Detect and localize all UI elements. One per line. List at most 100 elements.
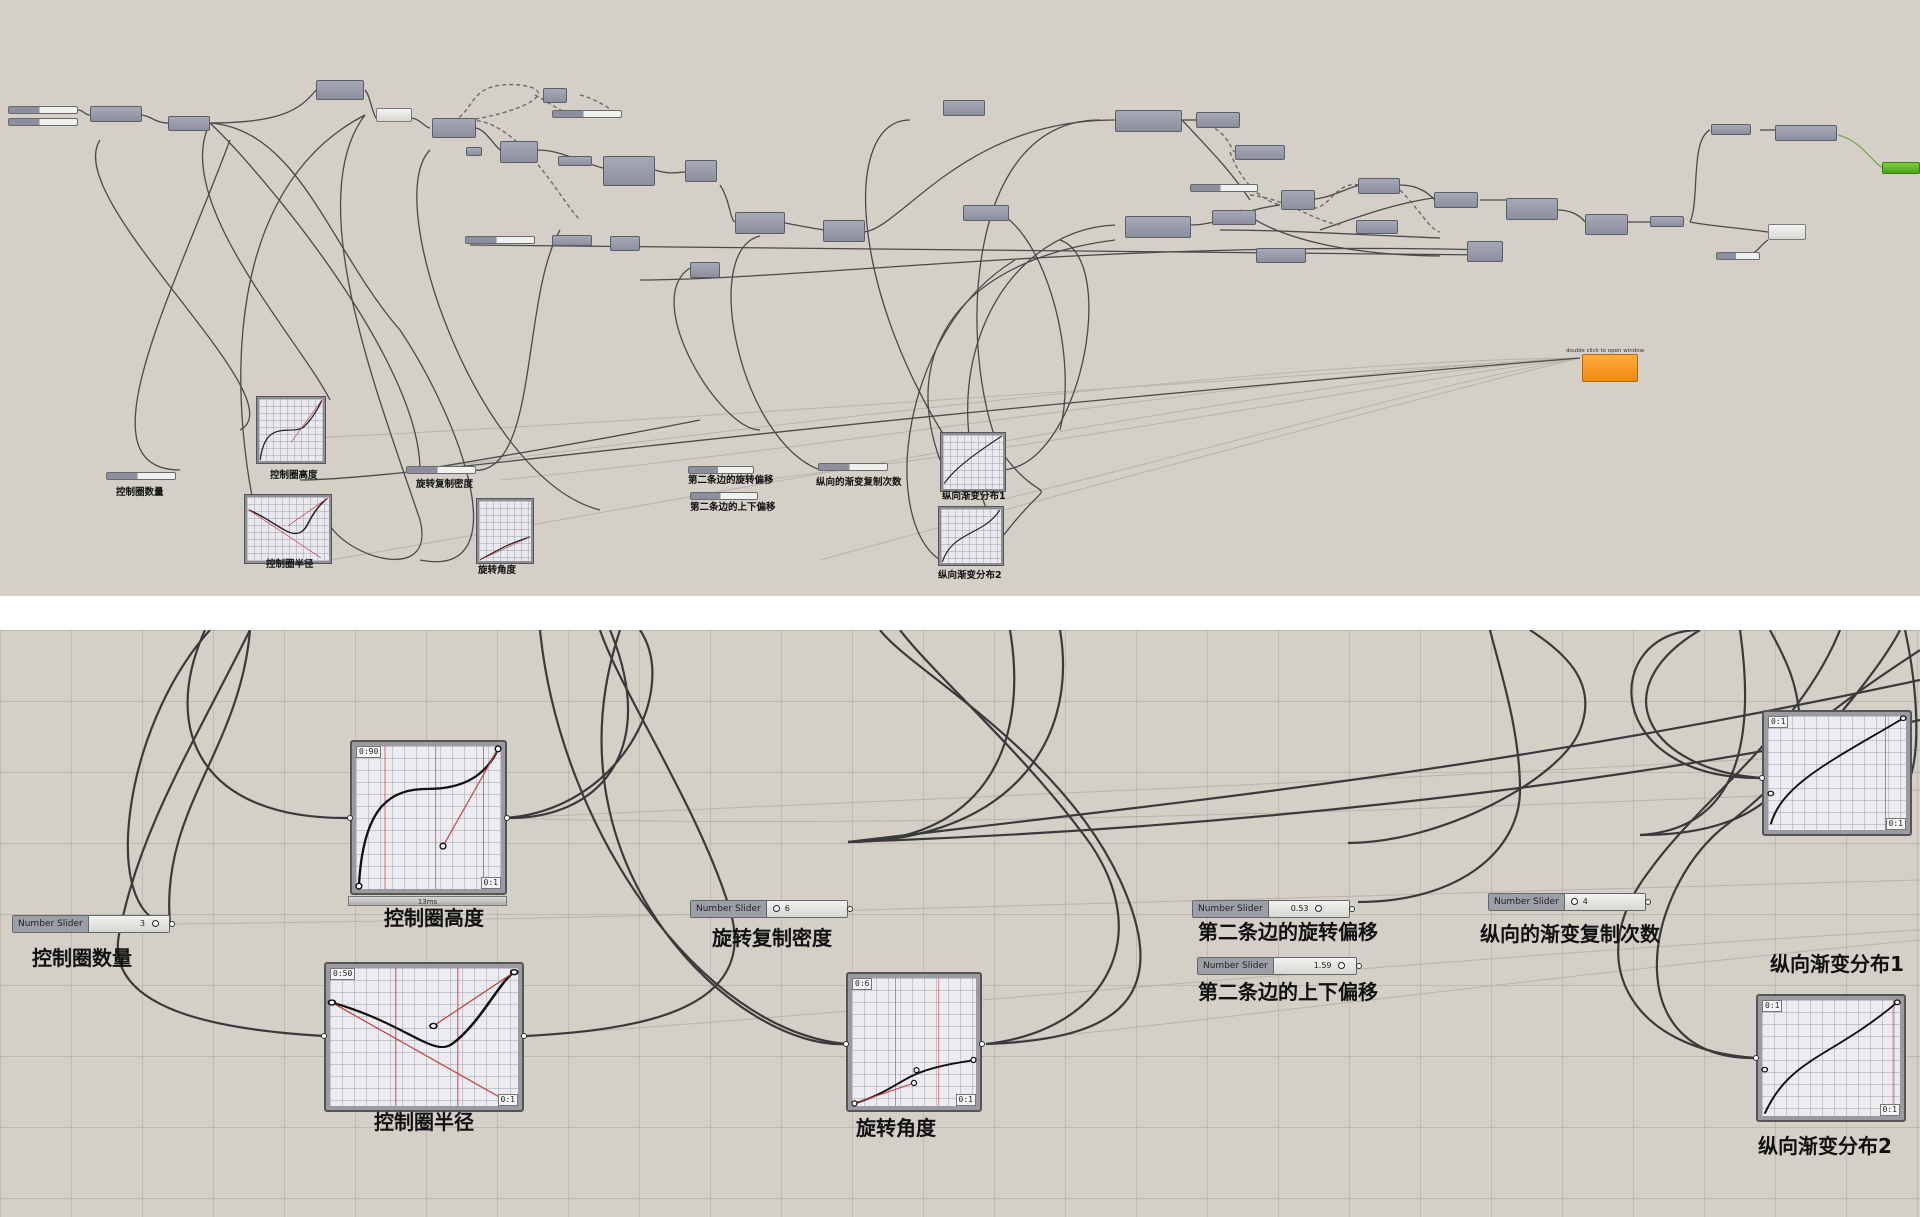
label-second-vertical-offset: 第二条边的上下偏移 bbox=[690, 502, 776, 513]
slider-second-rotation-offset[interactable]: Number Slider 0.53 bbox=[1192, 900, 1355, 918]
output-port[interactable] bbox=[979, 1041, 985, 1047]
component-node[interactable] bbox=[1235, 145, 1285, 160]
panel-node[interactable] bbox=[1768, 224, 1806, 240]
input-slider[interactable] bbox=[552, 110, 622, 118]
component-node[interactable] bbox=[543, 88, 567, 103]
slider-track[interactable]: 4 bbox=[1564, 894, 1645, 910]
component-node[interactable] bbox=[1256, 248, 1306, 263]
slider-rotation-density[interactable]: Number Slider 6 bbox=[690, 900, 853, 918]
input-slider[interactable] bbox=[1190, 184, 1258, 192]
input-port[interactable] bbox=[347, 815, 353, 821]
output-port[interactable] bbox=[1349, 906, 1355, 912]
output-port[interactable] bbox=[847, 906, 853, 912]
component-node[interactable] bbox=[1650, 216, 1684, 227]
output-port[interactable] bbox=[1356, 963, 1362, 969]
input-port[interactable] bbox=[1753, 1055, 1759, 1061]
component-node[interactable] bbox=[685, 160, 717, 182]
canvas-zoomed-detail[interactable]: 0:90 0:1 13ms 0:50 0:1 bbox=[0, 630, 1920, 1217]
slider-knob[interactable] bbox=[1337, 962, 1345, 969]
graph-mapper-rotation-angle[interactable]: 0:6 0:1 bbox=[846, 972, 982, 1112]
component-node[interactable] bbox=[1358, 178, 1400, 194]
slider-knob[interactable] bbox=[772, 905, 780, 912]
component-node[interactable] bbox=[1467, 241, 1503, 262]
slider-control-count[interactable]: Number Slider 3 bbox=[12, 915, 175, 933]
input-slider[interactable] bbox=[465, 236, 535, 244]
rotation-density-slider[interactable] bbox=[406, 466, 476, 474]
component-node[interactable] bbox=[823, 220, 865, 242]
graph-range-tag: 0:50 bbox=[330, 968, 356, 980]
script-node-caption: double click to open window bbox=[1566, 348, 1645, 354]
input-slider[interactable] bbox=[8, 118, 78, 126]
output-port[interactable] bbox=[504, 815, 510, 821]
input-port[interactable] bbox=[321, 1033, 327, 1039]
graph-mapper-dist2-mini[interactable] bbox=[938, 506, 1004, 566]
second-vertical-offset-slider[interactable] bbox=[690, 492, 758, 500]
component-node[interactable] bbox=[690, 262, 720, 278]
component-node[interactable] bbox=[1125, 216, 1191, 238]
graph-mapper-height-mini[interactable] bbox=[256, 396, 326, 464]
second-rotation-offset-slider[interactable] bbox=[688, 466, 754, 474]
component-node[interactable] bbox=[610, 236, 640, 251]
script-node[interactable] bbox=[1582, 354, 1638, 382]
slider-track[interactable]: 0.53 bbox=[1268, 901, 1349, 917]
output-port[interactable] bbox=[521, 1033, 527, 1039]
slider-track[interactable]: 6 bbox=[766, 901, 847, 917]
input-slider[interactable] bbox=[8, 106, 78, 114]
profiler-timer: 13ms bbox=[348, 896, 507, 906]
graph-mapper-control-radius[interactable]: 0:50 0:1 bbox=[324, 962, 524, 1112]
input-port[interactable] bbox=[843, 1041, 849, 1047]
component-node[interactable] bbox=[603, 156, 655, 186]
component-node[interactable] bbox=[500, 141, 538, 163]
label-vertical-copies: 纵向的渐变复制次数 bbox=[1480, 922, 1660, 946]
component-node[interactable] bbox=[466, 147, 482, 156]
input-slider[interactable] bbox=[1716, 252, 1760, 260]
component-node[interactable] bbox=[1775, 125, 1837, 141]
slider-vertical-copies[interactable]: Number Slider 4 bbox=[1488, 893, 1651, 911]
component-node[interactable] bbox=[316, 80, 364, 100]
component-node[interactable] bbox=[432, 118, 476, 138]
label-rotation-angle: 旋转角度 bbox=[856, 1116, 936, 1140]
component-node[interactable] bbox=[943, 100, 985, 116]
component-node[interactable] bbox=[1281, 190, 1315, 210]
component-node[interactable] bbox=[1115, 110, 1182, 132]
graph-mapper-control-height[interactable]: 0:90 0:1 bbox=[350, 740, 507, 895]
graph-mapper-angle-mini[interactable] bbox=[476, 498, 534, 564]
component-node[interactable] bbox=[1585, 214, 1628, 235]
graph-mapper-vertical-dist-1[interactable]: 0:1 0:1 bbox=[1762, 710, 1912, 836]
component-node[interactable] bbox=[558, 156, 592, 166]
panel-node[interactable] bbox=[376, 108, 412, 122]
component-node[interactable] bbox=[735, 212, 785, 234]
component-node[interactable] bbox=[1196, 112, 1240, 128]
slider-knob[interactable] bbox=[152, 920, 159, 927]
graph-range-tag: 0:1 bbox=[955, 1094, 976, 1106]
control-count-slider[interactable] bbox=[106, 472, 176, 480]
graph-range-tag: 0:1 bbox=[480, 877, 501, 889]
slider-knob[interactable] bbox=[1570, 898, 1578, 905]
graph-mapper-radius-mini[interactable] bbox=[244, 494, 332, 564]
slider-value: 0.53 bbox=[1290, 904, 1309, 913]
slider-knob[interactable] bbox=[1314, 905, 1322, 912]
slider-type-label: Number Slider bbox=[1193, 901, 1269, 917]
component-node[interactable] bbox=[90, 106, 142, 122]
slider-second-vertical-offset[interactable]: Number Slider 1.59 bbox=[1197, 957, 1362, 975]
graph-range-tag: 0:90 bbox=[356, 746, 382, 758]
component-node[interactable] bbox=[1356, 220, 1398, 234]
slider-track[interactable]: 1.59 bbox=[1273, 958, 1356, 974]
slider-track[interactable]: 3 bbox=[88, 916, 169, 932]
label-control-count: 控制圈数量 bbox=[32, 946, 132, 970]
output-node[interactable] bbox=[1882, 162, 1920, 174]
graph-mapper-dist1-mini[interactable] bbox=[940, 432, 1006, 492]
component-node[interactable] bbox=[552, 235, 592, 246]
component-node[interactable] bbox=[963, 205, 1009, 221]
graph-mapper-vertical-dist-2[interactable]: 0:1 0:1 bbox=[1756, 994, 1906, 1122]
input-port[interactable] bbox=[1759, 775, 1765, 781]
output-port[interactable] bbox=[169, 921, 175, 927]
component-node[interactable] bbox=[1711, 124, 1751, 135]
component-node[interactable] bbox=[1434, 192, 1478, 208]
component-node[interactable] bbox=[1212, 210, 1256, 225]
component-node[interactable] bbox=[1506, 198, 1558, 220]
component-node[interactable] bbox=[168, 116, 210, 131]
vertical-copies-slider[interactable] bbox=[818, 463, 888, 471]
canvas-overview[interactable]: double click to open window 控制圈数量 控制圈高度 … bbox=[0, 0, 1920, 596]
output-port[interactable] bbox=[1645, 899, 1651, 905]
